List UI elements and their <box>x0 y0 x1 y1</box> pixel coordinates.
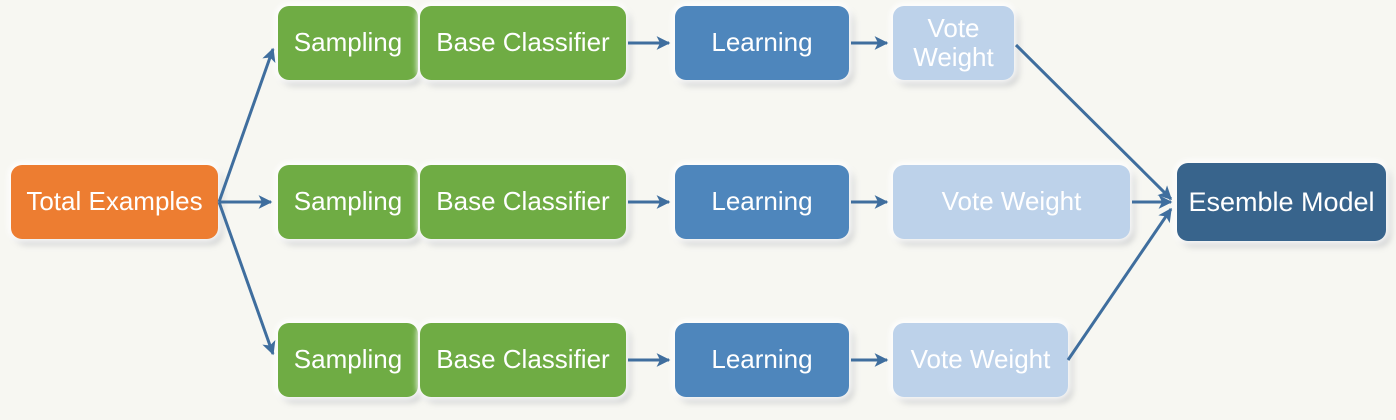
base-classifier-node-3: Base Classifier <box>420 323 626 397</box>
arrow-total-to-sampling-3 <box>217 201 276 356</box>
learning-node-1: Learning <box>675 6 849 80</box>
vote-weight-node-2: Vote Weight <box>893 165 1130 239</box>
vote-weight-label: Vote Weight <box>941 186 1082 217</box>
base-classifier-node-2: Base Classifier <box>420 165 626 239</box>
sampling-node-2: Sampling <box>278 165 418 239</box>
learning-node-3: Learning <box>675 323 849 397</box>
base-classifier-node-1: Base Classifier <box>420 6 626 80</box>
base-classifier-label: Base Classifier <box>436 344 610 375</box>
sampling-node-3: Sampling <box>278 323 418 397</box>
sampling-label: Sampling <box>293 27 403 58</box>
sampling-node-1: Sampling <box>278 6 418 80</box>
total-examples-node: Total Examples <box>11 165 218 239</box>
learning-label: Learning <box>711 344 813 375</box>
learning-label: Learning <box>711 27 813 58</box>
learning-node-2: Learning <box>675 165 849 239</box>
sampling-label: Sampling <box>293 186 403 217</box>
sampling-label: Sampling <box>293 344 403 375</box>
vote-weight-label: Vote Weight <box>910 344 1051 375</box>
arrow-total-to-sampling-1 <box>217 47 276 203</box>
vote-weight-label: Vote Weight <box>913 12 994 72</box>
ensemble-model-node: Esemble Model <box>1177 163 1386 241</box>
base-classifier-label: Base Classifier <box>436 186 610 217</box>
learning-label: Learning <box>711 186 813 217</box>
ensemble-model-label: Esemble Model <box>1188 186 1375 217</box>
base-classifier-label: Base Classifier <box>436 27 610 58</box>
vote-weight-node-3: Vote Weight <box>893 323 1068 397</box>
vote-weight-node-1: Vote Weight <box>893 6 1014 80</box>
total-examples-label: Total Examples <box>26 186 203 217</box>
